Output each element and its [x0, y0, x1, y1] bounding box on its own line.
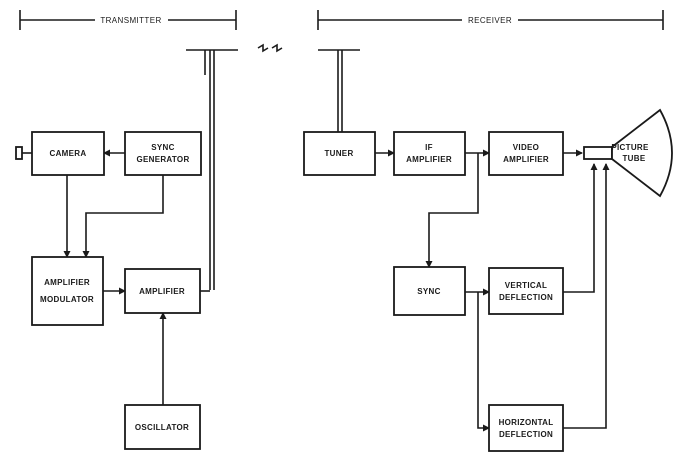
camera-block: CAMERA	[31, 131, 105, 176]
sync-block: SYNC	[393, 266, 466, 316]
sync-generator-label-2: GENERATOR	[136, 155, 189, 164]
if-amplifier-label-2: AMPLIFIER	[406, 155, 452, 164]
sync-generator-label-1: SYNC	[151, 143, 174, 152]
receiver-label: RECEIVER	[468, 16, 512, 25]
if-to-sync-arrow	[425, 153, 479, 268]
receive-antenna	[318, 49, 360, 132]
vertical-deflection-label-1: VERTICAL	[505, 281, 547, 290]
video-amplifier-label-1: VIDEO	[513, 143, 539, 152]
amplifier-modulator-label-2: MODULATOR	[40, 295, 94, 304]
picture-tube-label-2: TUBE	[623, 154, 646, 163]
camera-label: CAMERA	[50, 149, 87, 158]
video-amplifier-block: VIDEO AMPLIFIER	[488, 131, 564, 176]
if-amplifier-label-1: IF	[425, 143, 433, 152]
sync-label: SYNC	[417, 287, 440, 296]
amplifier-modulator-block: AMPLIFIER MODULATOR	[31, 256, 104, 326]
receiver-span: RECEIVER	[317, 10, 664, 30]
amplifier-modulator-label-1: AMPLIFIER	[44, 278, 90, 287]
horizontal-deflection-label-2: DEFLECTION	[499, 430, 553, 439]
video-amplifier-label-2: AMPLIFIER	[503, 155, 549, 164]
sync-to-modulator-arrow	[82, 175, 164, 258]
tuner-block: TUNER	[303, 131, 376, 176]
transmitter-span: TRANSMITTER	[19, 10, 237, 30]
transmitter-label: TRANSMITTER	[100, 16, 161, 25]
camera-lens-icon	[15, 146, 32, 160]
oscillator-block: OSCILLATOR	[124, 404, 201, 450]
vertical-deflection-label-2: DEFLECTION	[499, 293, 553, 302]
horizontal-to-tube-arrow	[563, 163, 610, 429]
transmit-antenna	[186, 49, 238, 290]
if-amplifier-block: IF AMPLIFIER	[393, 131, 466, 176]
vertical-to-tube-arrow	[563, 163, 598, 293]
horizontal-deflection-block: HORIZONTAL DEFLECTION	[488, 404, 564, 452]
radio-wave-icon	[257, 43, 283, 53]
horizontal-deflection-label-1: HORIZONTAL	[499, 418, 554, 427]
picture-tube-icon: PICTURE TUBE	[583, 108, 673, 198]
amplifier-block: AMPLIFIER	[124, 268, 201, 314]
vertical-deflection-block: VERTICAL DEFLECTION	[488, 267, 564, 315]
sync-generator-block: SYNC GENERATOR	[124, 131, 202, 176]
picture-tube-label-1: PICTURE	[611, 143, 649, 152]
tuner-label: TUNER	[324, 149, 353, 158]
sync-to-horizontal-arrow	[477, 292, 490, 432]
amplifier-label: AMPLIFIER	[139, 287, 185, 296]
oscillator-label: OSCILLATOR	[135, 423, 189, 432]
